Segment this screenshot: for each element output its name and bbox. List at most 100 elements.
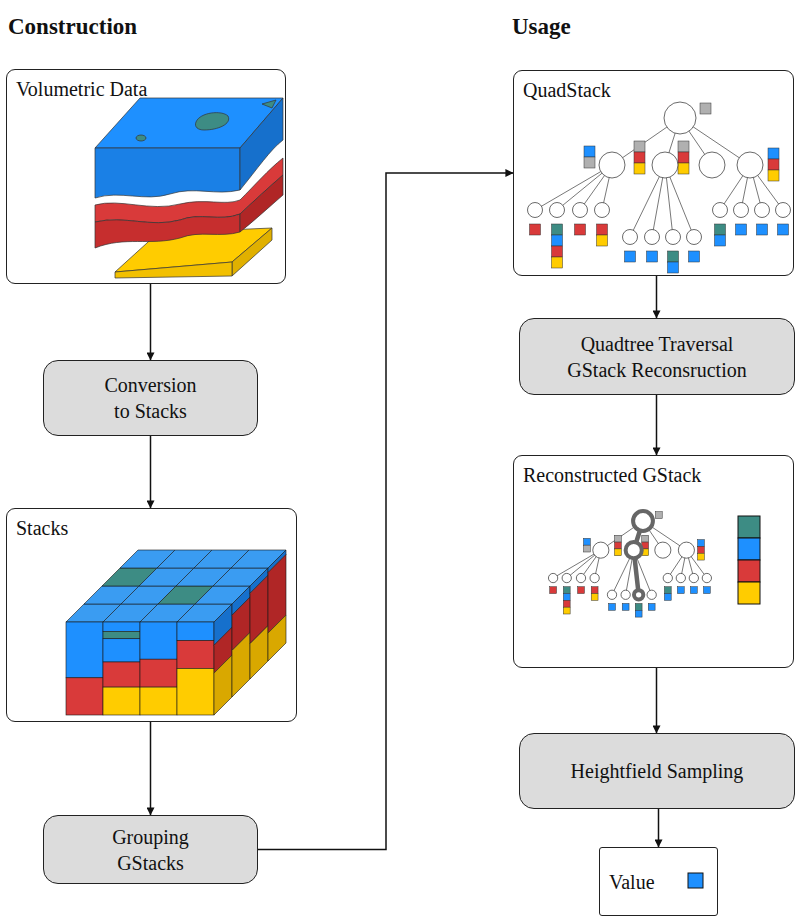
process-box: Grouping GStacks	[43, 815, 258, 884]
tree-node	[647, 590, 656, 599]
node-value-square	[642, 535, 649, 542]
teal-inclusion	[262, 100, 276, 108]
node-value-square	[678, 163, 689, 174]
volumetric-illustration	[95, 98, 283, 278]
node-value-square	[634, 141, 645, 152]
node-value-square	[578, 587, 585, 594]
blue-layer-front	[95, 148, 240, 198]
node-value-square	[715, 224, 726, 235]
stack-layer	[140, 622, 177, 659]
flow-arrow	[656, 276, 658, 318]
node-value-square	[634, 152, 645, 163]
tree-node	[652, 152, 678, 178]
node-value-square	[698, 546, 705, 553]
node-value-square	[664, 594, 671, 601]
figure-panel: Stacks	[6, 508, 297, 722]
node-value-square	[690, 587, 697, 594]
node-value-square	[563, 600, 570, 607]
process-box: Heightfield Sampling	[519, 733, 795, 809]
flow-arrow	[656, 395, 658, 455]
section-heading: Usage	[512, 14, 571, 40]
node-value-square	[597, 224, 608, 235]
flow-arrow	[150, 284, 152, 360]
tree-node	[645, 230, 660, 245]
node-value-square	[668, 251, 679, 262]
tree-node	[550, 203, 565, 218]
tree-node	[623, 230, 638, 245]
tree-node	[713, 203, 728, 218]
flow-arrow	[656, 668, 658, 733]
node-value-square	[768, 159, 779, 170]
stack-side-layer	[268, 615, 286, 661]
tree-node	[562, 573, 571, 582]
node-value-square	[622, 603, 629, 610]
tree-node	[689, 573, 698, 582]
quadtree-illustration	[528, 102, 791, 273]
tree-node	[621, 590, 630, 599]
node-value-square	[584, 146, 595, 157]
node-value-square	[648, 603, 655, 610]
node-value-square	[552, 257, 563, 268]
panel-title: Reconstructed GStack	[523, 462, 701, 488]
tree-node	[687, 230, 702, 245]
stack-layer	[140, 687, 177, 715]
node-value-square	[736, 224, 747, 235]
tree-edges	[535, 118, 783, 237]
node-value-square	[625, 251, 636, 262]
tree-edges	[553, 521, 707, 595]
node-value-square	[609, 603, 616, 610]
node-value-square	[591, 587, 598, 594]
tree-node	[528, 203, 543, 218]
node-value-square	[583, 538, 590, 545]
flow-arrow	[150, 722, 152, 815]
node-value-square	[530, 224, 541, 235]
stack-layer	[177, 622, 214, 641]
blue-layer-side	[240, 98, 283, 190]
yellow-layer-side	[115, 262, 232, 278]
panel-title: QuadStack	[523, 77, 611, 103]
box-label: Conversion to Stacks	[98, 372, 203, 424]
teal-inclusion	[195, 113, 228, 130]
stack-side-layer	[250, 626, 268, 679]
node-value-square	[703, 587, 710, 594]
stacks-illustration	[66, 550, 286, 715]
value-box: Value	[599, 847, 718, 916]
value-swatch	[688, 873, 703, 888]
node-value-square	[768, 148, 779, 159]
tree-node	[737, 152, 763, 178]
tree-node	[634, 590, 643, 599]
node-value-square	[678, 152, 689, 163]
node-value-square	[634, 163, 645, 174]
tree-node	[755, 203, 770, 218]
tree-node	[666, 230, 681, 245]
yellow-layer-front	[232, 228, 272, 276]
node-value-square	[677, 587, 684, 594]
tree-node	[590, 573, 599, 582]
node-value-square	[583, 545, 590, 552]
node-value-square	[715, 235, 726, 246]
reconstructed-illustration	[548, 511, 760, 617]
tree-node	[663, 573, 672, 582]
flow-arrow	[658, 809, 660, 847]
node-value-square	[698, 553, 705, 560]
gstack-square	[738, 538, 760, 560]
flow-arrow	[258, 173, 513, 850]
box-label: Heightfield Sampling	[571, 758, 744, 784]
node-value-square	[575, 224, 586, 235]
gstack-square	[738, 582, 760, 604]
tree-node	[607, 590, 616, 599]
tree-node	[676, 573, 685, 582]
stack-layer	[177, 669, 214, 716]
node-value-square	[655, 512, 662, 519]
node-value-square	[664, 587, 671, 594]
stack-layer	[103, 622, 140, 631]
tree-node	[702, 573, 711, 582]
node-value-square	[635, 610, 642, 617]
panel-title: Stacks	[16, 515, 68, 541]
gstack-square	[738, 516, 760, 538]
node-value-square	[768, 170, 779, 181]
node-value-square	[678, 141, 689, 152]
node-value-square	[757, 224, 768, 235]
node-value-square	[550, 587, 557, 594]
node-value-square	[584, 157, 595, 168]
